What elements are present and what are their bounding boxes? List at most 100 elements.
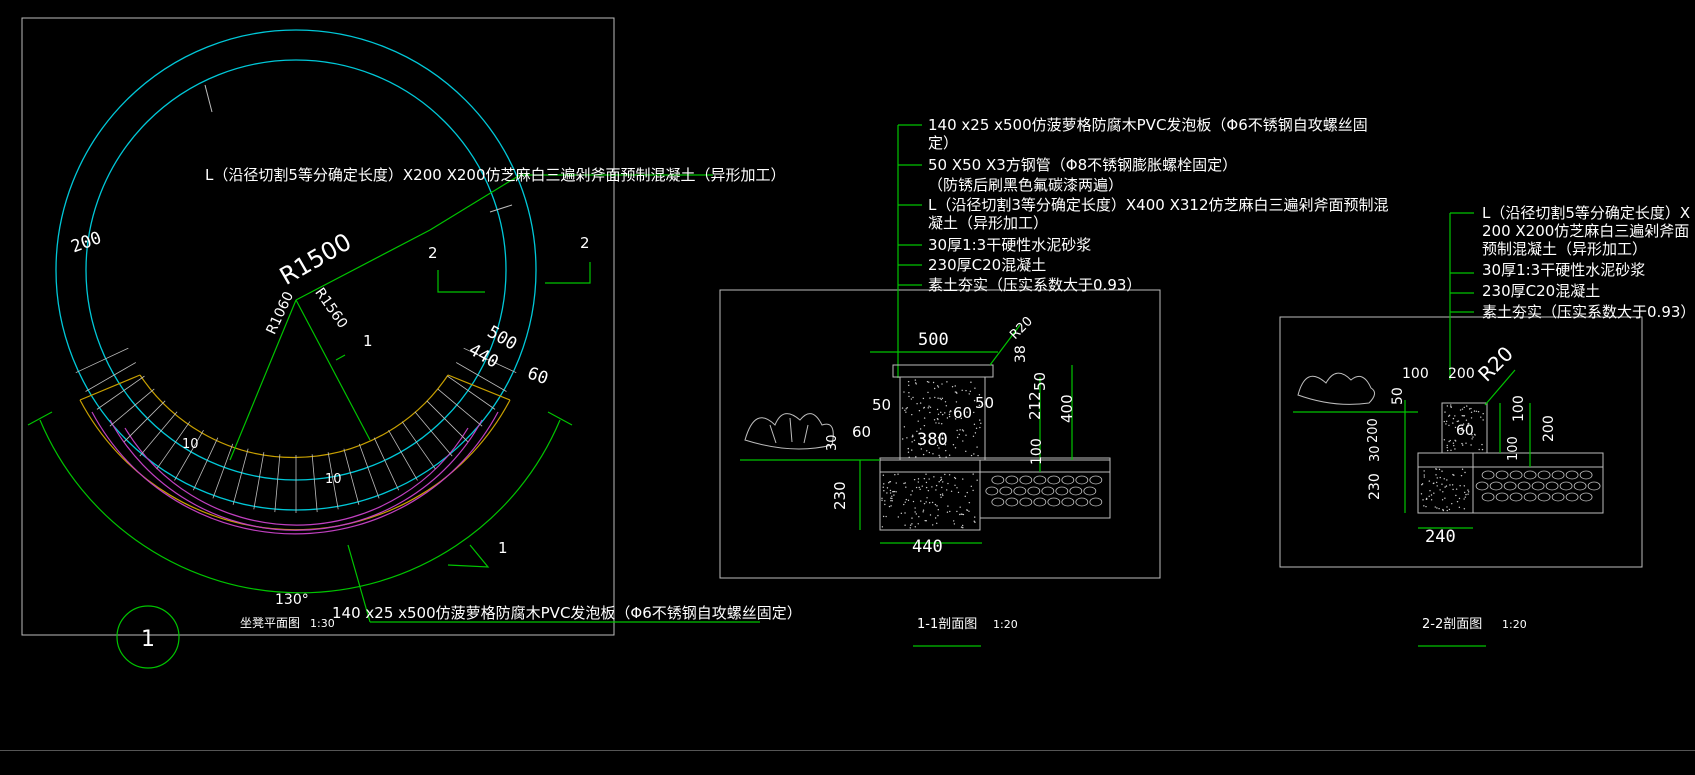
hatch-dot	[883, 490, 885, 492]
slat-line	[343, 448, 360, 505]
hatch-dot	[901, 438, 904, 440]
hatch-dot	[1465, 419, 1468, 421]
hatch-dot	[1434, 506, 1436, 508]
section-marker: 1	[363, 332, 373, 350]
hatch-dot	[954, 391, 957, 393]
dim-60: 60	[953, 404, 972, 422]
stone	[1047, 497, 1061, 507]
bench-slats	[75, 347, 517, 513]
hatch-dot	[954, 484, 956, 486]
hatch-dot	[1463, 508, 1466, 510]
hatch-dot	[925, 520, 927, 522]
hatch-dot	[1462, 423, 1465, 425]
hatch-dot	[919, 428, 922, 430]
hatch-dot	[947, 505, 949, 507]
hatch-dot	[1446, 405, 1449, 407]
hatch-dot	[970, 485, 973, 488]
hatch-dot	[912, 435, 914, 438]
stone	[1503, 481, 1517, 491]
r1500-label: R1500	[275, 228, 356, 291]
hatch-dot	[1441, 470, 1443, 472]
hatch-dot	[918, 409, 921, 412]
hatch-dot	[935, 489, 937, 491]
hatch-dot	[966, 411, 968, 413]
hatch-dot	[925, 473, 927, 475]
hatch-dot	[974, 521, 976, 523]
hatch-dot	[1430, 494, 1433, 496]
paving-base	[979, 459, 1111, 519]
hatch-dot	[919, 402, 922, 404]
slat-line	[447, 375, 496, 410]
stone	[991, 475, 1005, 485]
hatch-dot	[914, 511, 916, 513]
hatch-dot	[945, 449, 947, 452]
hatch-dot	[926, 380, 929, 383]
hatch-dot	[961, 389, 963, 391]
hatch-dot	[923, 424, 926, 427]
hatch-dot	[881, 497, 883, 500]
hatch-dot	[890, 505, 892, 507]
section-marker: 1	[498, 539, 508, 557]
section1-note: 定）	[928, 134, 958, 152]
stone	[1481, 470, 1495, 480]
hatch-dot	[1446, 506, 1448, 508]
hatch-dot	[882, 515, 885, 518]
hatch-dot	[978, 394, 981, 396]
bench-inner-arc	[139, 374, 449, 459]
section-marker-line	[335, 354, 346, 361]
concrete-hatch	[881, 379, 982, 529]
stone	[1531, 481, 1545, 491]
hatch-dot	[918, 516, 920, 518]
hatch-dot	[924, 440, 926, 442]
hatch-dot	[907, 380, 910, 383]
dim-50: 50	[872, 396, 891, 414]
slat-line	[232, 448, 249, 505]
hatch-dot	[925, 486, 928, 489]
hatch-dot	[973, 423, 976, 426]
hatch-dot	[925, 481, 928, 484]
hatch-dot	[973, 520, 975, 522]
hatch-dot	[907, 499, 910, 502]
hatch-dot	[1435, 468, 1438, 470]
slat-line	[109, 388, 155, 427]
hatch-dot	[931, 501, 934, 504]
hatch-dot	[1445, 423, 1447, 425]
hatch-dot	[904, 524, 906, 526]
hatch-dot	[962, 478, 964, 480]
dim-10-label: 10	[182, 437, 199, 452]
hatch-dot	[1446, 446, 1448, 449]
hatch-dot	[1465, 442, 1467, 444]
hatch-dot	[936, 444, 939, 447]
hatch-dot	[940, 398, 942, 401]
hatch-dot	[945, 405, 948, 407]
stone	[1545, 481, 1559, 491]
hatch-dot	[911, 434, 914, 436]
hatch-dot	[959, 429, 961, 431]
hatch-dot	[893, 490, 896, 493]
hatch-dot	[889, 481, 891, 483]
hatch-dot	[1473, 410, 1476, 412]
hatch-dot	[936, 385, 939, 387]
hatch-dot	[941, 493, 944, 495]
hatch-dot	[972, 489, 974, 492]
stone	[1495, 492, 1509, 502]
stone	[1573, 481, 1587, 491]
hatch-dot	[1456, 420, 1458, 423]
hatch-dot	[979, 419, 981, 421]
hatch-dot	[973, 399, 976, 402]
hatch-dot	[927, 489, 930, 492]
hatch-dot	[941, 434, 944, 436]
hatch-dot	[954, 477, 957, 480]
slat-line	[123, 400, 166, 443]
hatch-dot	[1425, 497, 1428, 500]
stone	[1551, 470, 1565, 480]
hatch-dot	[1453, 444, 1455, 447]
stone	[1089, 475, 1103, 485]
dim-500: 500	[918, 330, 949, 350]
stone-hatch	[1475, 470, 1601, 502]
section-2-frame	[1279, 316, 1643, 568]
hatch-dot	[881, 526, 884, 528]
hatch-dot	[1462, 444, 1464, 446]
section2-note: 素土夯实（压实系数大于0.93）	[1482, 303, 1695, 321]
hatch-dot	[923, 406, 926, 409]
